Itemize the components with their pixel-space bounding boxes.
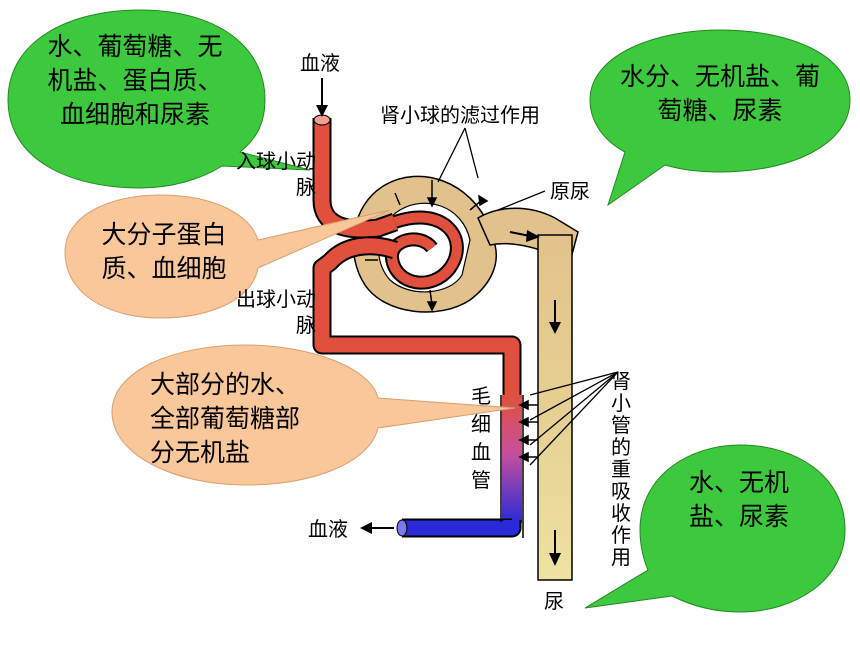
blood-out-label: 血液 (308, 517, 348, 541)
afferent-arteriole-label: 入球小动脉 (236, 149, 316, 199)
bubble-top-left (7, 9, 311, 189)
efferent-arteriole-label: 出球小动脉 (236, 287, 316, 337)
bubble-bottom-right-text: 水、无机盐、尿素 (688, 468, 789, 531)
bubble-middle-left (64, 194, 391, 319)
bubble-top-left-text: 水、葡萄糖、无机盐、蛋白质、血细胞和尿素 (47, 32, 223, 129)
bubble-top-right-text: 水分、无机盐、葡萄糖、尿素 (620, 62, 821, 125)
pointer-lines (437, 127, 619, 466)
bubble-lower-left (111, 344, 516, 486)
capillary-label: 毛细血管 (471, 384, 491, 492)
glomerular-filtration-label: 肾小球的滤过作用 (380, 103, 540, 127)
bubble-lower-left-text: 大部分的水、全部葡萄糖部分无机盐 (150, 370, 301, 467)
filtration-arrows (365, 180, 489, 312)
bubble-bottom-right (584, 444, 846, 613)
bubble-middle-left-text: 大分子蛋白质、血细胞 (101, 220, 227, 283)
blood-in-label: 血液 (300, 51, 340, 75)
reabsorption-arrows (518, 399, 538, 463)
tubular-reabsorption-label: 肾小管的重吸收作用 (611, 369, 631, 569)
blood-vessels (312, 78, 524, 538)
urine-label: 尿 (544, 589, 564, 613)
primary-urine-label: 原尿 (550, 179, 590, 203)
bubble-top-right (589, 29, 851, 207)
